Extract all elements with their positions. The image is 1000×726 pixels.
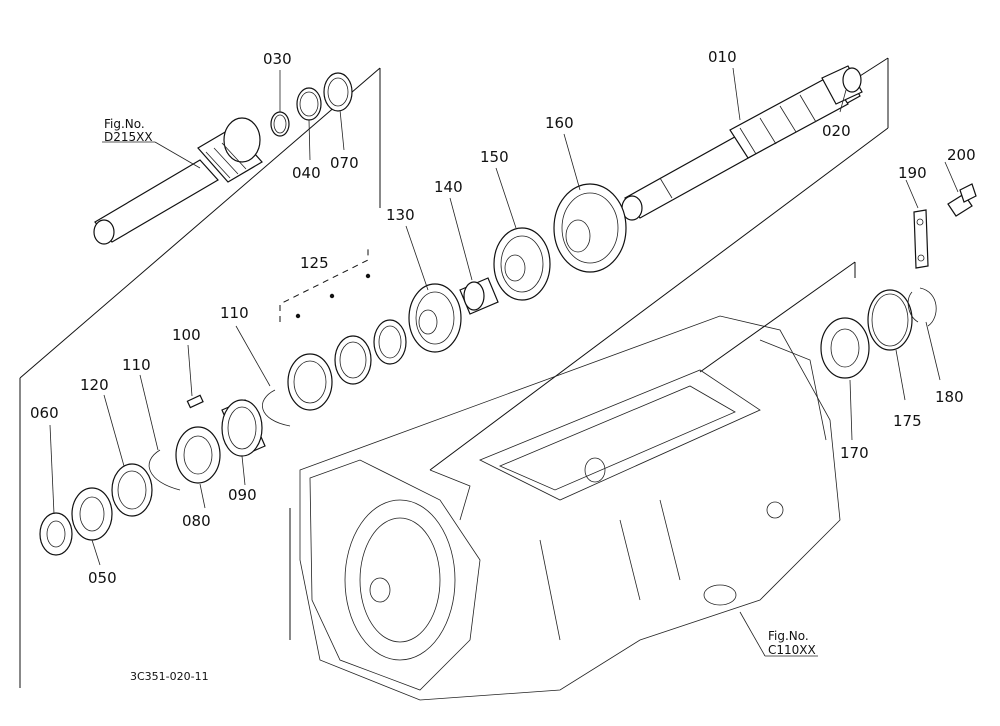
sleeve-090 [221,399,266,457]
snap-ring-110-lower [148,449,181,491]
bushing-020 [821,65,863,105]
label-070: 070 [330,154,359,172]
label-030: 030 [263,50,292,68]
fig-ref-left-line2: D215XX [104,130,153,144]
label-160: 160 [545,114,574,132]
ring-120 [111,463,153,517]
label-130: 130 [386,206,415,224]
plate-190 [913,209,929,269]
label-040: 040 [292,164,321,182]
figure-ref-right: Fig.No. C110XX [768,629,816,657]
snap-ring-110-upper [262,389,291,427]
label-120: 120 [80,376,109,394]
leader-lines [49,67,959,657]
label-200: 200 [947,146,976,164]
label-170: 170 [840,444,869,462]
bolt-200 [947,183,977,217]
ring-175 [867,289,913,351]
snap-ring-180 [907,287,937,327]
drawing-code: 3C351-020-11 [130,670,209,683]
transmission-case [299,315,841,701]
input-shaft [93,117,263,245]
figure-ref-left: Fig.No. D215XX [104,117,153,144]
bearing-170 [820,317,870,379]
label-020: 020 [822,122,851,140]
label-175: 175 [893,412,922,430]
seal-060 [39,512,73,556]
label-050: 050 [88,569,117,587]
synchronizer-set-125 [287,273,407,411]
label-110-lower: 110 [122,356,151,374]
label-010: 010 [708,48,737,66]
main-shaft [621,73,861,221]
pin-100 [186,394,204,409]
label-125: 125 [300,254,329,272]
part-labels: 010 020 030 040 050 060 070 080 090 100 … [30,48,976,587]
gear-160 [553,183,627,273]
label-140: 140 [434,178,463,196]
gear-150 [493,227,551,301]
needle-bearing-140 [459,277,499,315]
fig-ref-right-line1: Fig.No. [768,629,809,643]
label-060: 060 [30,404,59,422]
gear-130 [408,283,462,353]
hub-080 [175,426,221,484]
fig-ref-left-line1: Fig.No. [104,117,145,131]
label-090: 090 [228,486,257,504]
bearing-050 [71,487,113,541]
label-180: 180 [935,388,964,406]
snap-ring-030 [270,111,290,137]
ring-040 [296,87,322,121]
ring-070 [323,72,353,112]
label-110-upper: 110 [220,304,249,322]
label-150: 150 [480,148,509,166]
label-080: 080 [182,512,211,530]
label-100: 100 [172,326,201,344]
label-190: 190 [898,164,927,182]
fig-ref-right-line2: C110XX [768,643,816,657]
